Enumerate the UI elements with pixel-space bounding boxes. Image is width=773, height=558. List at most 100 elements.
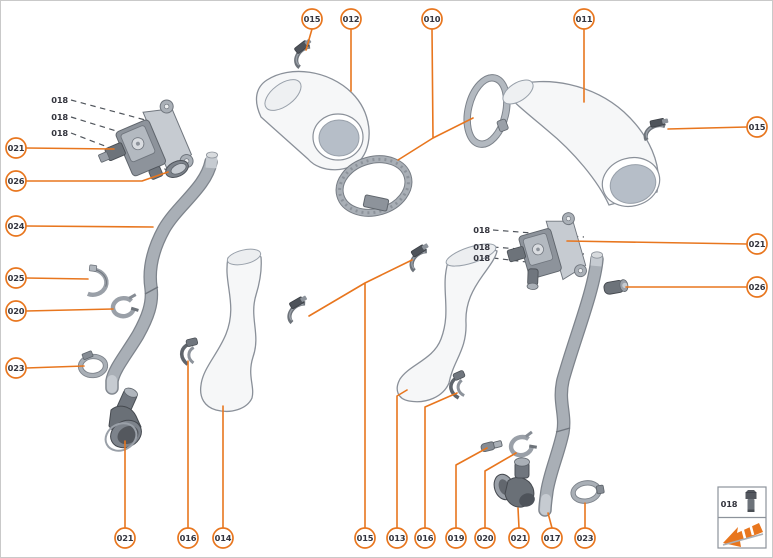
leader-020b — [484, 452, 517, 529]
svg-text:014: 014 — [215, 533, 232, 543]
svg-text:013: 013 — [389, 533, 406, 543]
svg-text:019: 019 — [448, 533, 465, 543]
svg-text:023: 023 — [577, 533, 594, 543]
svg-text:025: 025 — [8, 273, 25, 283]
svg-text:010: 010 — [424, 14, 441, 24]
svg-text:012: 012 — [343, 14, 360, 24]
dashed-leader-018-right-2 — [492, 246, 585, 255]
part-021-elbow-right — [493, 457, 535, 508]
callout-021-bottom-b[interactable]: 021 — [508, 527, 530, 549]
callout-012[interactable]: 012 — [340, 8, 362, 30]
svg-text:024: 024 — [8, 221, 25, 231]
callout-015-bottom[interactable]: 015 — [354, 527, 376, 549]
leader-017 — [547, 512, 553, 529]
leader-010 — [397, 28, 474, 161]
callout-024[interactable]: 024 — [5, 215, 27, 237]
leader-021-right — [566, 240, 748, 245]
part-015-clamp-right — [643, 118, 669, 142]
callout-023-left[interactable]: 023 — [5, 357, 27, 379]
callout-015-right[interactable]: 015 — [746, 116, 768, 138]
label-018-left-3: 018 — [51, 128, 68, 138]
part-026-grommet-left — [165, 160, 189, 178]
leader-015-top — [305, 28, 313, 51]
callout-013[interactable]: 013 — [386, 527, 408, 549]
part-021-sensor-left — [98, 99, 194, 180]
dashed-leader-018-left-1 — [70, 99, 176, 129]
callout-021-right[interactable]: 021 — [746, 233, 768, 255]
callout-014[interactable]: 014 — [212, 527, 234, 549]
leader-024 — [25, 225, 154, 228]
part-015-clamp-mid-right — [409, 243, 429, 273]
svg-text:011: 011 — [576, 14, 593, 24]
svg-text:016: 016 — [180, 533, 197, 543]
callout-015-top[interactable]: 015 — [301, 8, 323, 30]
labels-018-left: 018 018 018 — [51, 95, 68, 138]
label-018-right-1: 018 — [473, 225, 490, 235]
part-021-elbow-left — [104, 387, 142, 452]
svg-text:021: 021 — [8, 143, 25, 153]
callout-021-bottom-a[interactable]: 021 — [114, 527, 136, 549]
leader-021-left — [25, 147, 115, 150]
callout-026-right[interactable]: 026 — [746, 276, 768, 298]
leader-021b — [517, 507, 520, 529]
part-010-hose-clamp — [335, 155, 413, 217]
part-011-intake-pipe — [502, 79, 661, 208]
svg-text:017: 017 — [544, 533, 561, 543]
flow-direction-arrow-icon — [722, 523, 764, 547]
callouts: 015 012 010 011 015 021 026 024 025 020 … — [5, 8, 768, 549]
svg-text:026: 026 — [749, 282, 766, 292]
part-014-hose — [199, 248, 262, 413]
part-026-fitting-right — [603, 279, 629, 295]
part-016-clamp-left — [179, 337, 199, 366]
label-018-right-2: 018 — [473, 242, 490, 252]
label-018-left-1: 018 — [51, 95, 68, 105]
callout-025[interactable]: 025 — [5, 267, 27, 289]
svg-text:015: 015 — [304, 14, 321, 24]
callout-021-left[interactable]: 021 — [5, 137, 27, 159]
callout-020-left[interactable]: 020 — [5, 300, 27, 322]
bolt-icon — [745, 490, 757, 512]
svg-text:015: 015 — [749, 122, 766, 132]
callout-016-bottom-b[interactable]: 016 — [414, 527, 436, 549]
leader-015-mid — [308, 259, 413, 529]
legend-box: 018 — [717, 486, 767, 549]
callout-011[interactable]: 011 — [573, 8, 595, 30]
part-015-clamp-mid-left — [287, 295, 308, 325]
svg-text:021: 021 — [749, 239, 766, 249]
callout-017[interactable]: 017 — [541, 527, 563, 549]
leader-025 — [25, 277, 89, 280]
callout-023-bottom[interactable]: 023 — [574, 527, 596, 549]
svg-text:020: 020 — [8, 306, 25, 316]
part-025-bracket — [86, 264, 109, 297]
legend-bolt-label: 018 — [721, 499, 738, 509]
callout-016-bottom-a[interactable]: 016 — [177, 527, 199, 549]
dashed-leader-018-right-1 — [492, 229, 585, 238]
svg-text:016: 016 — [417, 533, 434, 543]
leader-026-left — [25, 171, 169, 182]
svg-text:021: 021 — [117, 533, 134, 543]
leader-013 — [396, 389, 408, 529]
svg-text:015: 015 — [357, 533, 374, 543]
parts-artwork — [77, 38, 669, 517]
part-012-elbow-hose — [255, 70, 370, 171]
part-023-clamp-right — [570, 480, 605, 504]
callout-020-bottom[interactable]: 020 — [474, 527, 496, 549]
svg-text:023: 023 — [8, 363, 25, 373]
callout-026-left[interactable]: 026 — [5, 170, 27, 192]
orange-leaders — [25, 28, 748, 529]
callout-019[interactable]: 019 — [445, 527, 467, 549]
svg-text:020: 020 — [477, 533, 494, 543]
part-017-pipe — [538, 251, 604, 517]
leader-020-left — [25, 308, 114, 312]
svg-text:026: 026 — [8, 176, 25, 186]
labels-018-right: 018 018 018 — [473, 225, 490, 263]
part-020-clamp-right — [508, 430, 538, 458]
leader-016b — [424, 392, 458, 529]
part-021-sensor-right — [506, 212, 587, 290]
leader-023-left — [25, 365, 85, 369]
svg-text:021: 021 — [511, 533, 528, 543]
callout-010[interactable]: 010 — [421, 8, 443, 30]
